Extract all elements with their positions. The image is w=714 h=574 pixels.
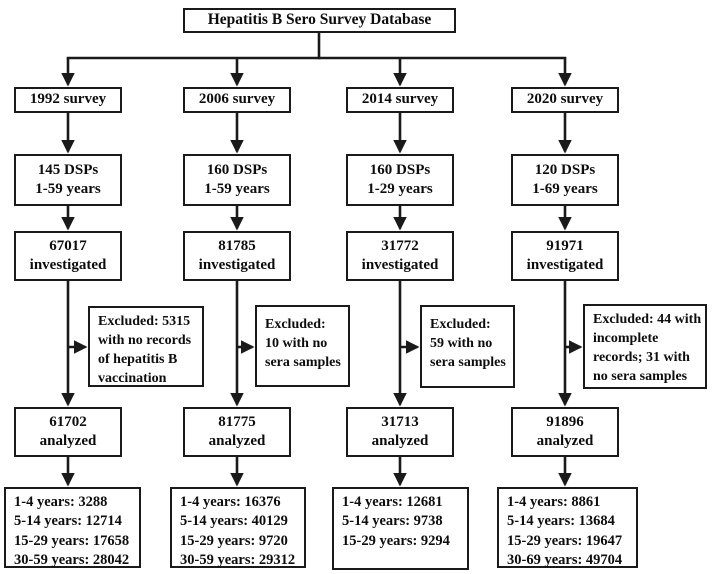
age-group-line: 5-14 years: 9738: [342, 513, 443, 530]
investigated-box-2014: 31772 investigated: [346, 231, 454, 281]
excluded-line: with no records: [98, 333, 192, 349]
excluded-line: no sera samples: [593, 369, 688, 385]
survey-box-2006: 2006 survey: [183, 87, 291, 113]
age-group-line: 1-4 years: 3288: [14, 494, 108, 510]
excluded-line: Excluded: 5315: [98, 314, 191, 329]
analyzed-label-2006: analyzed: [208, 433, 266, 449]
age-groups-box-2014: 1-4 years: 12681 5-14 years: 9738 15-29 …: [332, 487, 469, 570]
dsps-box-2006: 160 DSPs 1-59 years: [183, 154, 291, 206]
database-root-box: Hepatitis B Sero Survey Database: [183, 8, 456, 33]
investigated-box-2020: 91971 investigated: [511, 231, 619, 281]
dsps-age-range-1992: 1-59 years: [35, 181, 101, 197]
excluded-line: Excluded: 44 with: [593, 312, 702, 327]
analyzed-count-2014: 31713: [381, 413, 419, 430]
age-group-line: 15-29 years: 17658: [14, 532, 130, 549]
excluded-box-1992: Excluded: 5315 with no records of hepati…: [88, 306, 204, 387]
excluded-line: Excluded:: [265, 317, 326, 332]
analyzed-box-2006: 81775 analyzed: [183, 407, 291, 457]
age-groups-box-2020: 1-4 years: 8861 5-14 years: 13684 15-29 …: [497, 487, 638, 568]
age-group-line: 30-59 years: 28042: [14, 551, 130, 568]
database-root-label: Hepatitis B Sero Survey Database: [207, 11, 432, 29]
excluded-line: of hepatitis B: [98, 352, 178, 368]
dsps-box-2020: 120 DSPs 1-69 years: [511, 154, 619, 206]
investigated-count-1992: 67017: [49, 237, 87, 254]
excluded-line: 59 with no: [430, 336, 493, 352]
excluded-line: sera samples: [430, 355, 506, 371]
investigated-box-2006: 81785 investigated: [183, 231, 291, 281]
age-group-line: 1-4 years: 16376: [180, 494, 281, 510]
investigated-count-2006: 81785: [218, 237, 256, 254]
survey-label-2006: 2006 survey: [198, 91, 276, 108]
analyzed-box-2014: 31713 analyzed: [346, 407, 454, 457]
survey-label-2020: 2020 survey: [526, 91, 604, 108]
survey-label-1992: 1992 survey: [29, 91, 107, 108]
investigated-count-2014: 31772: [381, 237, 419, 254]
analyzed-box-1992: 61702 analyzed: [14, 407, 122, 457]
excluded-line: 10 with no: [265, 336, 328, 352]
analyzed-label-1992: analyzed: [39, 433, 97, 449]
age-group-line: 30-69 years: 49704: [507, 551, 623, 568]
dsps-count-2020: 120 DSPs: [534, 161, 596, 178]
age-groups-box-1992: 1-4 years: 3288 5-14 years: 12714 15-29 …: [4, 487, 141, 568]
excluded-line: incomplete: [593, 331, 659, 347]
age-group-line: 1-4 years: 12681: [342, 494, 443, 510]
excluded-line: vaccination: [98, 371, 167, 387]
investigated-box-1992: 67017 investigated: [14, 231, 122, 281]
dsps-age-range-2006: 1-59 years: [204, 181, 270, 197]
analyzed-label-2020: analyzed: [536, 433, 594, 449]
age-group-line: 15-29 years: 9294: [342, 532, 450, 549]
age-group-line: 1-4 years: 8861: [507, 494, 601, 510]
dsps-count-1992: 145 DSPs: [37, 161, 99, 178]
dsps-count-2014: 160 DSPs: [369, 161, 431, 178]
age-group-line: 15-29 years: 9720: [180, 532, 288, 549]
age-group-line: 5-14 years: 12714: [14, 513, 122, 530]
age-groups-box-2006: 1-4 years: 16376 5-14 years: 40129 15-29…: [170, 487, 306, 568]
age-group-line: 5-14 years: 40129: [180, 513, 288, 530]
investigated-label-2020: investigated: [526, 257, 604, 273]
investigated-label-2014: investigated: [361, 257, 439, 273]
excluded-box-2014: Excluded: 59 with no sera samples: [420, 305, 515, 388]
survey-box-1992: 1992 survey: [14, 87, 122, 113]
age-group-line: 30-59 years: 29312: [180, 551, 296, 568]
analyzed-count-2006: 81775: [218, 413, 256, 430]
dsps-age-range-2020: 1-69 years: [532, 181, 598, 197]
dsps-box-2014: 160 DSPs 1-29 years: [346, 154, 454, 206]
investigated-label-2006: investigated: [198, 257, 276, 273]
dsps-box-1992: 145 DSPs 1-59 years: [14, 154, 122, 206]
excluded-line: records; 31 with: [593, 350, 690, 366]
age-group-line: 15-29 years: 19647: [507, 532, 623, 549]
investigated-count-2020: 91971: [546, 237, 584, 254]
dsps-age-range-2014: 1-29 years: [367, 181, 433, 197]
excluded-box-2006: Excluded: 10 with no sera samples: [255, 305, 350, 387]
dsps-count-2006: 160 DSPs: [206, 161, 268, 178]
survey-label-2014: 2014 survey: [361, 91, 439, 108]
investigated-label-1992: investigated: [29, 257, 107, 273]
excluded-line: Excluded:: [430, 317, 491, 332]
survey-box-2014: 2014 survey: [346, 87, 454, 113]
analyzed-count-1992: 61702: [49, 413, 87, 430]
excluded-box-2020: Excluded: 44 with incomplete records; 31…: [583, 304, 707, 389]
survey-box-2020: 2020 survey: [511, 87, 619, 113]
analyzed-count-2020: 91896: [546, 413, 584, 430]
age-group-line: 5-14 years: 13684: [507, 513, 615, 530]
excluded-line: sera samples: [265, 355, 341, 371]
analyzed-label-2014: analyzed: [371, 433, 429, 449]
analyzed-box-2020: 91896 analyzed: [511, 407, 619, 457]
